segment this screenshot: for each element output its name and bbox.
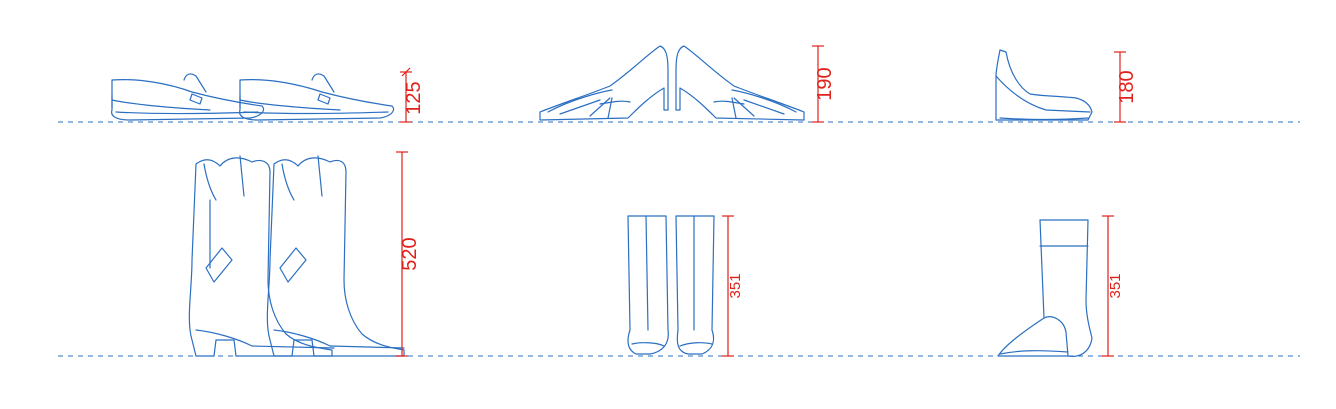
loafer-left: [111, 73, 265, 121]
cowboy-boot-right: [266, 155, 405, 357]
loafer-height-label: 125: [403, 81, 425, 114]
side-boot: [997, 219, 1093, 357]
wedge-height-label: 180: [1116, 70, 1138, 103]
cowboy-boot-left: [188, 155, 335, 357]
side-boot-height-dimension: [1102, 215, 1114, 357]
tall-boot-height-label: 351: [727, 273, 744, 298]
wedge-height-dimension: [1114, 51, 1126, 123]
pump-height-dimension: [812, 45, 824, 123]
tall-boot-right: [675, 215, 715, 355]
loafer-right: [239, 73, 395, 121]
wedge-shoe: [995, 49, 1093, 121]
side-boot-height-label: 351: [1107, 273, 1124, 298]
tall-boot-height-dimension: [722, 215, 734, 357]
pump-height-label: 190: [814, 67, 836, 100]
pump-left: [539, 45, 669, 121]
pump-right: [675, 45, 805, 121]
loafer-height-dimension: [400, 67, 412, 123]
cowboy-boot-height-label: 520: [399, 237, 421, 270]
cowboy-boot-height-dimension: [396, 151, 408, 357]
tall-boot-left: [627, 215, 669, 355]
